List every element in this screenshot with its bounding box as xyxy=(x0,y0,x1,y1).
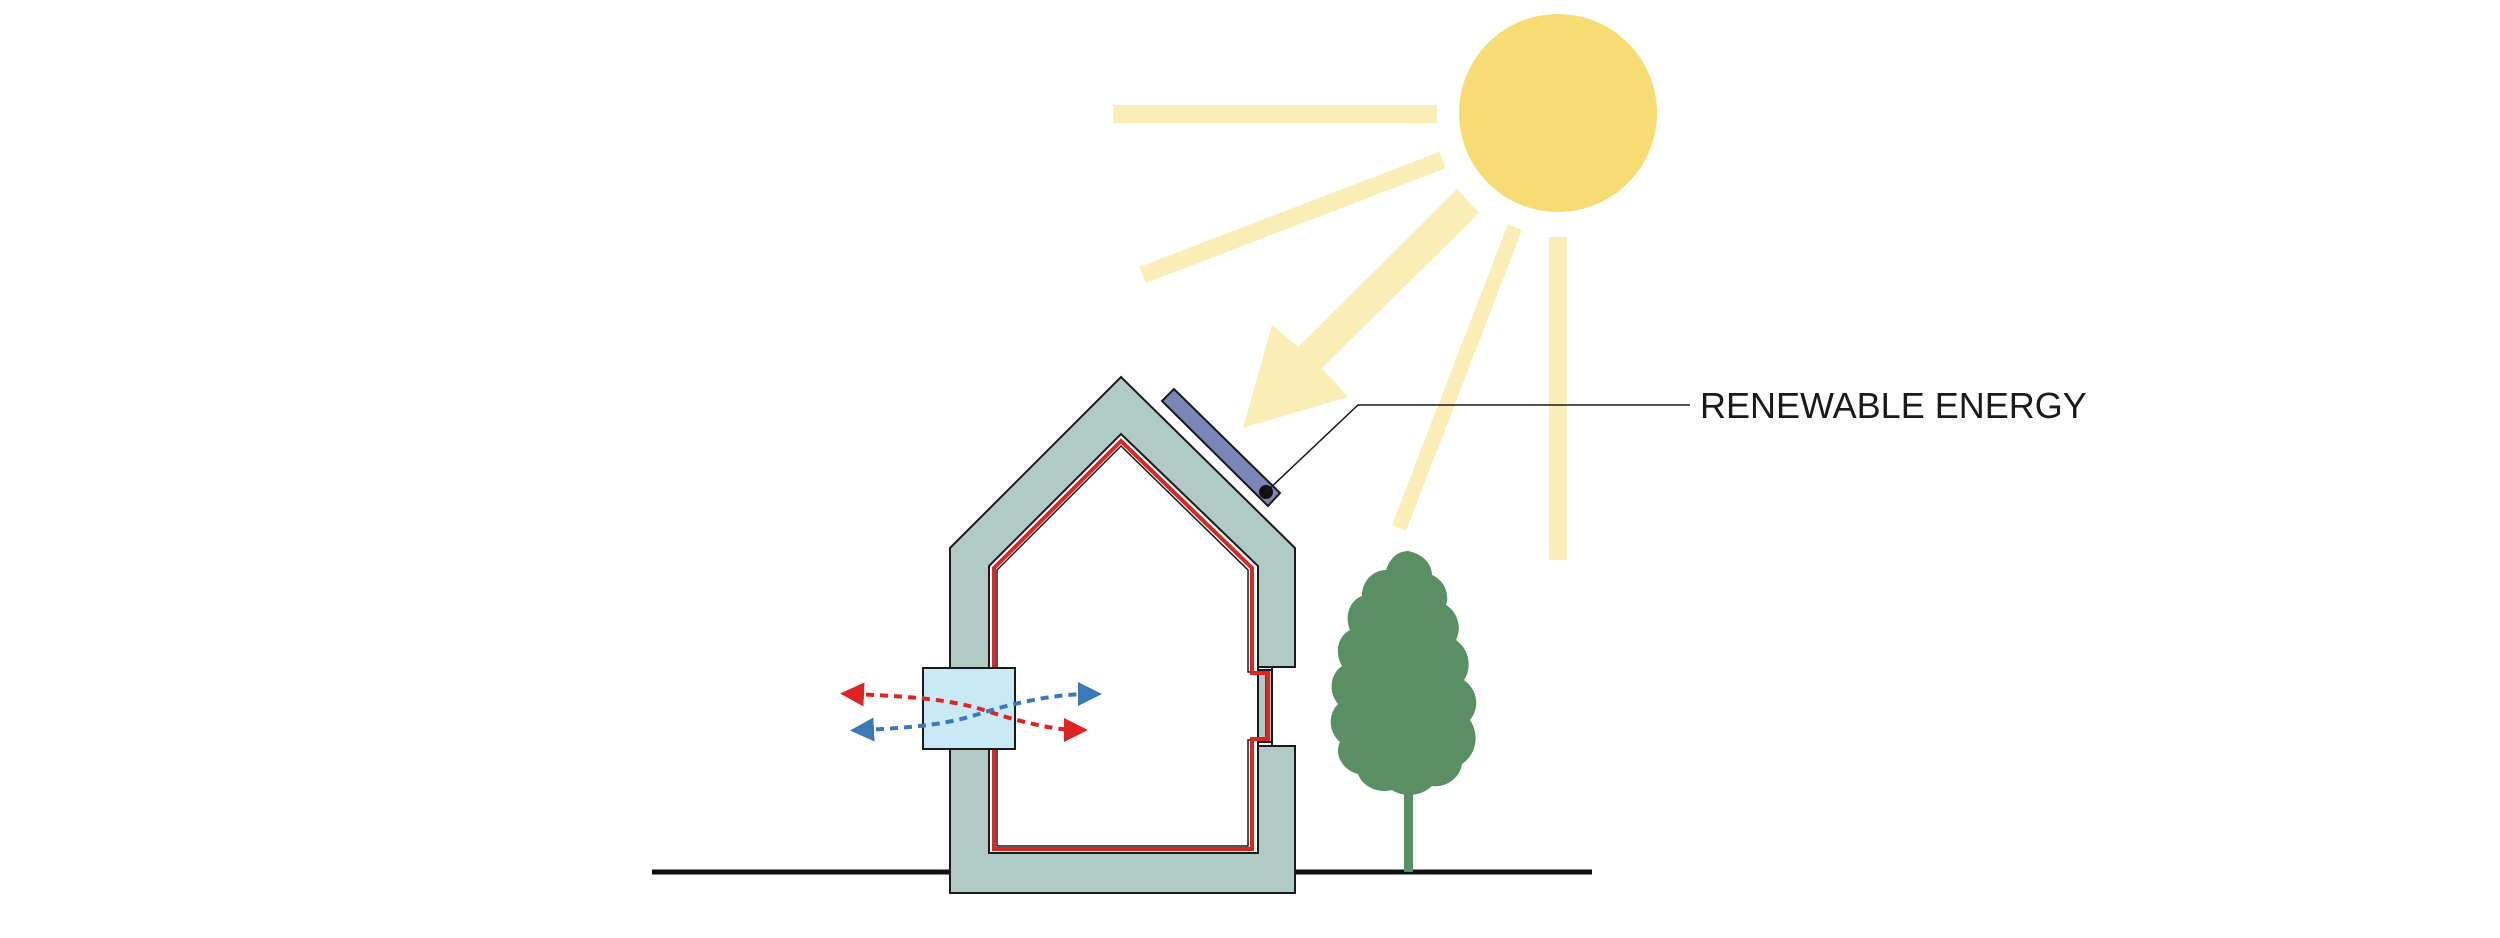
sun-ray-main-arrow xyxy=(1243,189,1479,428)
tree-icon xyxy=(1330,551,1477,872)
sun-icon xyxy=(1459,14,1657,212)
sun-ray-diagonal-right xyxy=(1392,224,1522,531)
sun-rays xyxy=(1113,105,1567,560)
renewable-energy-label: RENEWABLE ENERGY xyxy=(1700,385,2087,426)
sun-ray-horizontal xyxy=(1113,105,1437,123)
tree-trunk xyxy=(1404,760,1413,872)
wall-opening xyxy=(1258,666,1273,747)
house xyxy=(949,375,1296,894)
sun-ray-diagonal-upper xyxy=(1139,152,1446,283)
insulation-line xyxy=(992,438,1270,851)
ventilation-unit-icon xyxy=(840,667,1102,750)
tree-canopy xyxy=(1330,551,1477,795)
airflow-cool xyxy=(850,682,1102,742)
label-leader-line xyxy=(1265,404,1690,493)
sun-ray-vertical xyxy=(1549,237,1567,560)
house-wall xyxy=(949,375,1296,894)
